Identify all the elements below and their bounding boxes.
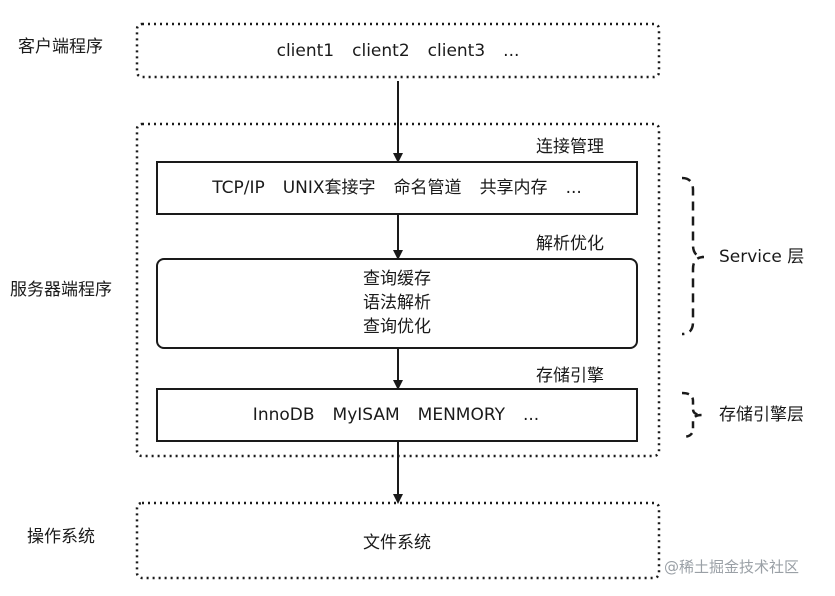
client-box bbox=[135, 22, 661, 79]
client-item: client2 bbox=[352, 41, 410, 61]
storage-item: InnoDB bbox=[252, 405, 315, 425]
connection-title: 连接管理 bbox=[536, 137, 604, 157]
connection-items: TCP/IP UNIX套接字命名管道共享内存... bbox=[212, 180, 582, 197]
storage-item: ... bbox=[522, 405, 540, 425]
parser-line: 语法解析 bbox=[363, 293, 431, 313]
connection-item: 命名管道 bbox=[393, 178, 462, 198]
connection-item: UNIX套接字 bbox=[282, 178, 376, 198]
operating-system-label: 操作系统 bbox=[27, 527, 95, 547]
connection-item: ... bbox=[565, 178, 582, 198]
server-program-label: 服务器端程序 bbox=[10, 280, 112, 300]
storage-layer-brace bbox=[681, 391, 703, 439]
storage-item: MyISAM bbox=[332, 405, 400, 425]
service-layer-brace bbox=[681, 176, 705, 336]
watermark: @稀土掘金技术社区 bbox=[664, 558, 800, 576]
parser-line: 查询优化 bbox=[363, 317, 431, 337]
parser-lines: 查询缓存 语法解析 查询优化 bbox=[363, 267, 431, 339]
client-program-label: 客户端程序 bbox=[18, 37, 103, 57]
client-items: client1 client2 client3... bbox=[277, 43, 520, 60]
service-layer-label: Service 层 bbox=[719, 247, 805, 267]
parser-line: 查询缓存 bbox=[363, 269, 431, 289]
client-item: ... bbox=[503, 41, 520, 61]
client-item: client3 bbox=[427, 41, 486, 61]
filesystem-box bbox=[135, 501, 661, 580]
storage-layer-label: 存储引擎层 bbox=[719, 405, 804, 425]
storage-items: InnoDB MyISAM MENMORY... bbox=[253, 407, 539, 424]
storage-item: MENMORY bbox=[417, 405, 505, 425]
connection-item: TCP/IP bbox=[212, 178, 265, 198]
storage-title: 存储引擎 bbox=[536, 366, 604, 386]
parser-title: 解析优化 bbox=[536, 234, 604, 254]
filesystem-label: 文件系统 bbox=[363, 533, 431, 553]
connection-item: 共享内存 bbox=[479, 178, 548, 198]
client-item: client1 bbox=[276, 41, 335, 61]
